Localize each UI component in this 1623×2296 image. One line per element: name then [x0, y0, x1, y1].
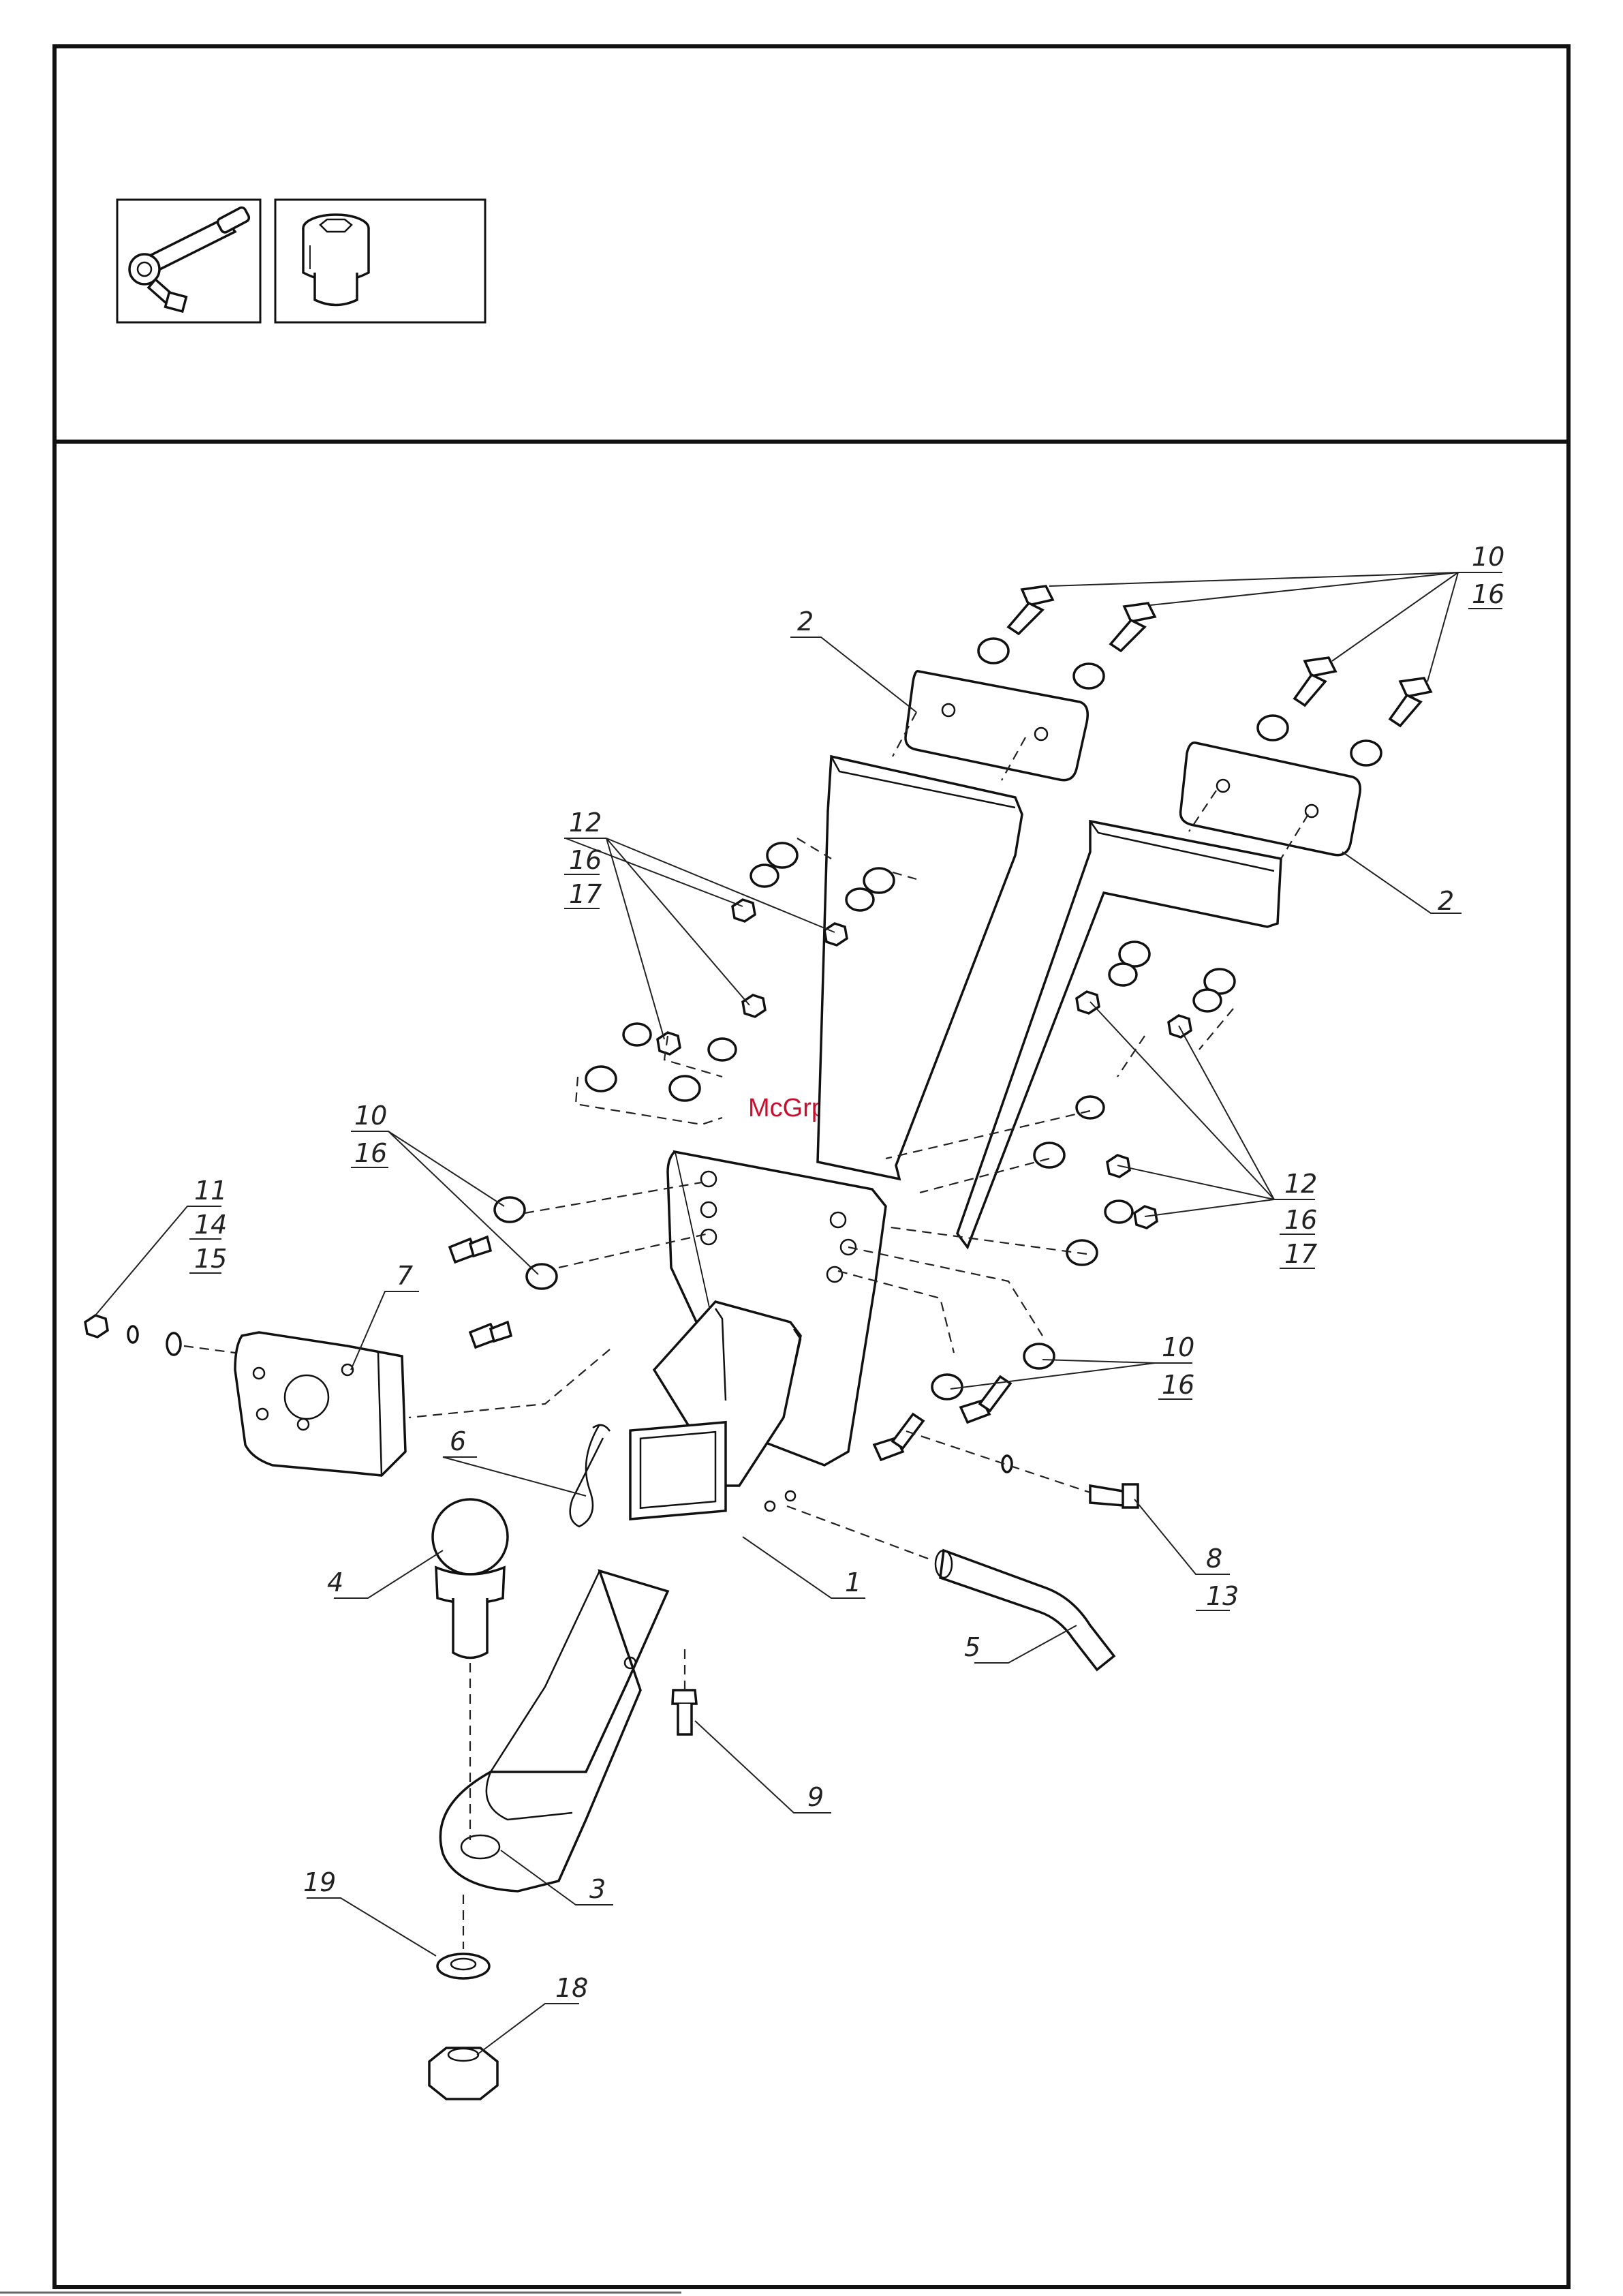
- callout-19: 19: [303, 1867, 336, 1897]
- small-bolt: [1090, 1484, 1138, 1507]
- callout-2-right: 2: [1438, 886, 1454, 916]
- callout-16-left: 16: [569, 845, 602, 875]
- callout-4: 4: [327, 1567, 343, 1597]
- callout-10-top: 10: [1472, 542, 1504, 572]
- socket-bracket: [235, 1332, 405, 1475]
- callout-14: 14: [194, 1210, 227, 1240]
- callout-8: 8: [1206, 1544, 1222, 1574]
- callout-16-right-bottom: 16: [1162, 1370, 1194, 1400]
- callout-7: 7: [397, 1261, 413, 1291]
- callout-10-right: 10: [1162, 1332, 1194, 1362]
- callout-12-right: 12: [1284, 1169, 1317, 1199]
- callout-13: 13: [1206, 1581, 1239, 1611]
- tools-panel: [117, 200, 485, 322]
- side-plate-right: [1181, 743, 1361, 855]
- callout-12-left: 12: [569, 808, 602, 838]
- callout-1: 1: [845, 1567, 861, 1597]
- callout-9: 9: [807, 1782, 824, 1812]
- washer-19: [437, 1954, 489, 1978]
- callout-2-left: 2: [797, 607, 814, 637]
- callout-16-top: 16: [1472, 579, 1504, 609]
- callout-11: 11: [194, 1176, 227, 1206]
- hitch-pin: [936, 1550, 1114, 1670]
- callout-18: 18: [555, 1973, 588, 2003]
- side-plate-left: [906, 671, 1087, 780]
- vertical-bolt: [673, 1690, 696, 1734]
- callout-16-mid: 16: [354, 1138, 387, 1168]
- exploded-parts: [85, 572, 1502, 2099]
- callout-3: 3: [589, 1874, 606, 1904]
- callout-6: 6: [450, 1426, 466, 1456]
- callout-17-right: 17: [1284, 1239, 1317, 1269]
- callout-5: 5: [964, 1632, 980, 1662]
- tow-ball: [433, 1499, 508, 1658]
- callout-10-mid: 10: [354, 1101, 387, 1131]
- callout-15: 15: [194, 1244, 227, 1274]
- r-clip: [570, 1424, 610, 1527]
- callout-17-left: 17: [569, 879, 602, 909]
- sheet-border: [0, 46, 1568, 2293]
- callout-16-right: 16: [1284, 1205, 1317, 1235]
- nut-18: [429, 2048, 497, 2099]
- main-frame: [630, 756, 1281, 1519]
